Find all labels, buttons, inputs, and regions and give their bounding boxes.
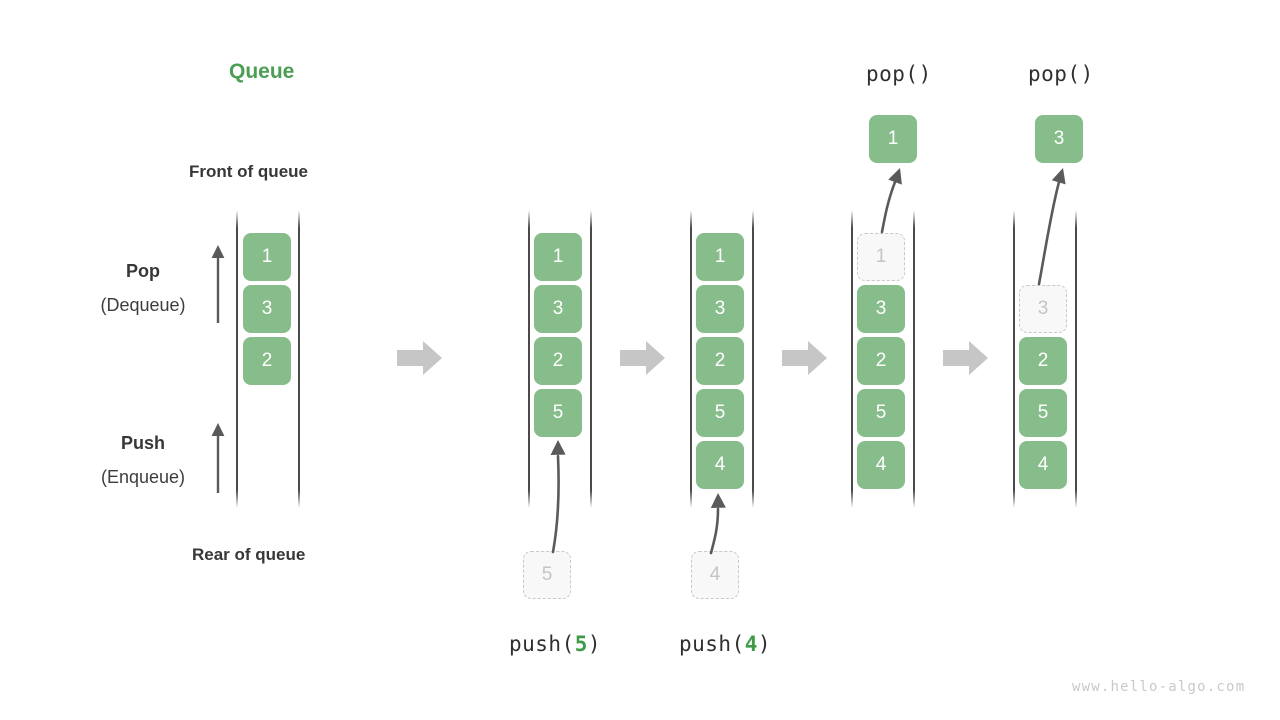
push-direction-arrow xyxy=(209,421,227,493)
queue-cell: 2 xyxy=(243,337,291,385)
popped-element: 3 xyxy=(1035,115,1083,163)
queue-cell: 1 xyxy=(696,233,744,281)
transition-arrow-icon xyxy=(943,339,989,377)
queue-cell: 5 xyxy=(696,389,744,437)
caption-close: ) xyxy=(757,632,772,656)
rear-of-queue-label: Rear of queue xyxy=(192,545,306,564)
push-motion-arrow xyxy=(686,483,766,563)
watermark: www.hello-algo.com xyxy=(1072,679,1246,695)
queue-cell: 2 xyxy=(857,337,905,385)
caption-close: ) xyxy=(587,632,602,656)
transition-arrow-icon xyxy=(782,339,828,377)
queue-rail-right xyxy=(913,210,915,508)
transition-arrow-icon xyxy=(397,339,443,377)
pop-direction-arrow xyxy=(209,243,227,323)
queue-cell: 2 xyxy=(534,337,582,385)
queue-cell-removed: 1 xyxy=(857,233,905,281)
queue-rail-left xyxy=(528,210,530,508)
queue-cell-new: 5 xyxy=(534,389,582,437)
queue-rail-left xyxy=(236,210,238,508)
transition-arrow-icon xyxy=(620,339,666,377)
queue-rail-right xyxy=(752,210,754,508)
caption-arg: 4 xyxy=(744,632,758,656)
panel-op-label-pop: pop() xyxy=(866,62,932,86)
queue-cell: 4 xyxy=(857,441,905,489)
page-title: Queue xyxy=(229,60,295,83)
queue-cell: 1 xyxy=(534,233,582,281)
queue-cell: 2 xyxy=(696,337,744,385)
caption-fn: push( xyxy=(509,632,575,656)
push-sublabel: (Enqueue) xyxy=(100,467,186,487)
push-label: Push xyxy=(120,433,165,453)
caption-arg: 5 xyxy=(574,632,588,656)
queue-cell: 3 xyxy=(243,285,291,333)
queue-cell: 1 xyxy=(243,233,291,281)
pop-motion-arrow xyxy=(1015,160,1095,300)
queue-cell: 5 xyxy=(1019,389,1067,437)
queue-rail-left xyxy=(851,210,853,508)
queue-rail-right xyxy=(298,210,300,508)
panel-caption-push-5: push(5) xyxy=(509,632,601,656)
incoming-element-ghost: 4 xyxy=(691,551,739,599)
push-motion-arrow xyxy=(520,430,600,560)
queue-cell-removed: 3 xyxy=(1019,285,1067,333)
queue-cell: 5 xyxy=(857,389,905,437)
queue-rail-right xyxy=(590,210,592,508)
caption-fn: push( xyxy=(679,632,745,656)
panel-op-label-pop: pop() xyxy=(1028,62,1094,86)
queue-rail-left xyxy=(1013,210,1015,508)
front-of-queue-label: Front of queue xyxy=(189,162,308,181)
pop-label: Pop xyxy=(126,261,160,281)
queue-cell: 3 xyxy=(857,285,905,333)
queue-cell: 3 xyxy=(534,285,582,333)
queue-cell: 4 xyxy=(1019,441,1067,489)
popped-element: 1 xyxy=(869,115,917,163)
queue-cell: 2 xyxy=(1019,337,1067,385)
queue-cell: 3 xyxy=(696,285,744,333)
pop-sublabel: (Dequeue) xyxy=(100,295,186,315)
queue-rail-left xyxy=(690,210,692,508)
incoming-element-ghost: 5 xyxy=(523,551,571,599)
panel-caption-push-4: push(4) xyxy=(679,632,771,656)
pop-motion-arrow xyxy=(855,160,935,250)
queue-cell-new: 4 xyxy=(696,441,744,489)
queue-rail-right xyxy=(1075,210,1077,508)
